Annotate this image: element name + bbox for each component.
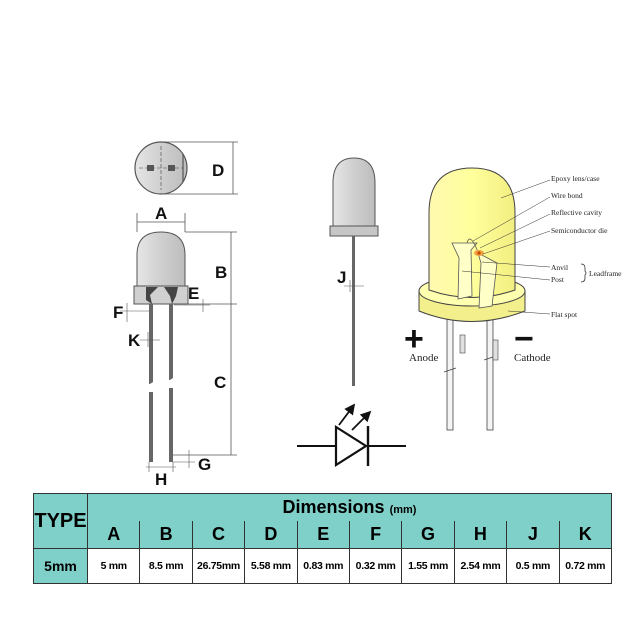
col-header-e: E <box>296 521 350 549</box>
value-d: 5.58 mm <box>244 548 298 584</box>
table-row: 5mm 5 mm 8.5 mm 26.75mm 5.58 mm 0.83 mm … <box>33 548 613 584</box>
dim-label-h: H <box>155 470 167 489</box>
value-k: 0.72 mm <box>558 548 613 584</box>
dim-label-c: C <box>214 373 226 392</box>
dim-label-k: K <box>128 331 141 350</box>
callout-die: Semiconductor die <box>551 226 608 235</box>
led-symbol <box>297 403 406 467</box>
col-header-j: J <box>506 521 560 549</box>
dimensions-unit: (mm) <box>389 504 417 516</box>
led-diagram: D <box>113 141 622 489</box>
dim-label-b: B <box>215 263 227 282</box>
col-header-g: G <box>401 521 455 549</box>
col-header-c: C <box>191 521 246 549</box>
value-b: 8.5 mm <box>139 548 193 584</box>
top-view <box>134 141 238 195</box>
col-header-b: B <box>139 521 193 549</box>
led-3d <box>418 167 587 431</box>
value-h: 2.54 mm <box>453 548 508 584</box>
col-header-a: A <box>86 521 141 549</box>
dim-label-e: E <box>188 284 199 303</box>
plus-sign: + <box>404 320 424 358</box>
callout-flat-spot: Flat spot <box>551 310 578 319</box>
col-header-k: K <box>558 521 613 549</box>
callout-anvil: Anvil <box>551 263 568 272</box>
value-c: 26.75mm <box>191 548 246 584</box>
dim-label-a: A <box>155 204 167 223</box>
type-cell: 5mm <box>33 548 88 584</box>
value-g: 1.55 mm <box>401 548 455 584</box>
minus-sign: − <box>514 320 534 358</box>
callout-post: Post <box>551 275 565 284</box>
dim-label-j: J <box>337 268 346 287</box>
value-e: 0.83 mm <box>296 548 350 584</box>
callout-leadframe: Leadframe <box>589 269 622 278</box>
col-header-f: F <box>348 521 403 549</box>
dimensions-table: TYPE Dimensions (mm) A B C D E F G H J K… <box>33 493 613 584</box>
dim-label-f: F <box>113 303 123 322</box>
dim-label-d: D <box>212 161 224 180</box>
side-view <box>120 213 237 472</box>
dimensions-title: Dimensions (mm) <box>87 493 612 521</box>
dimensions-title-text: Dimensions <box>282 497 385 517</box>
anode-label: Anode <box>409 352 438 364</box>
callout-reflective: Reflective cavity <box>551 208 602 217</box>
callout-wire-bond: Wire bond <box>551 191 583 200</box>
value-j: 0.5 mm <box>506 548 560 584</box>
middle-view <box>329 157 379 386</box>
col-header-d: D <box>244 521 298 549</box>
value-a: 5 mm <box>86 548 141 584</box>
dim-label-g: G <box>198 455 211 474</box>
cathode-label: Cathode <box>514 352 551 364</box>
callout-epoxy: Epoxy lens/case <box>551 174 600 183</box>
type-header: TYPE <box>33 493 88 549</box>
col-header-h: H <box>453 521 508 549</box>
value-f: 0.32 mm <box>348 548 403 584</box>
